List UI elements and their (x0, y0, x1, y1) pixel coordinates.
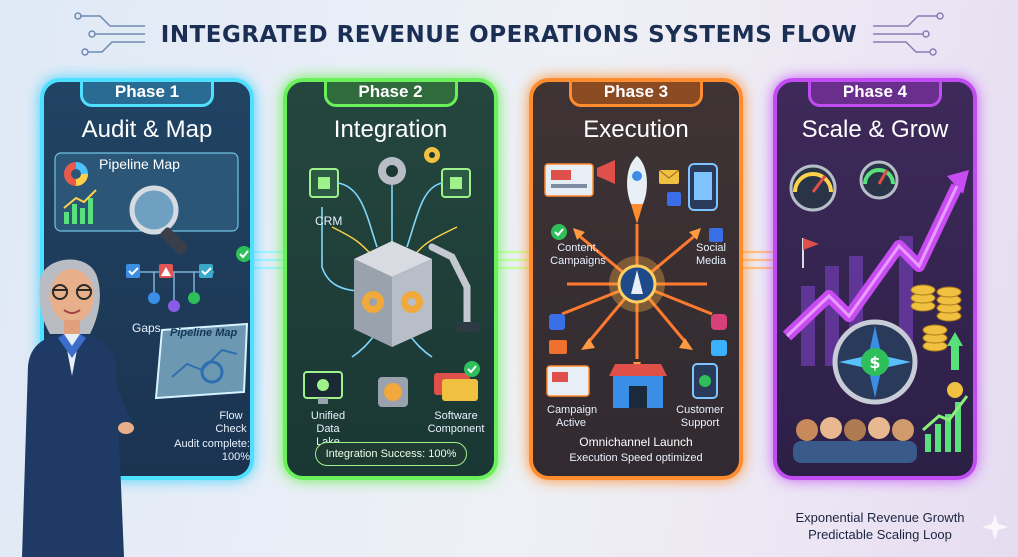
circuit-right-icon (873, 12, 944, 56)
monitor-icon (303, 371, 343, 404)
check-icon (236, 246, 250, 262)
facebook-icon (667, 192, 681, 206)
campaign-active-label: Campaign Active (547, 404, 598, 429)
facebook-icon (549, 314, 565, 330)
monitor-icon (544, 163, 594, 197)
growth-arrow-icon (782, 170, 969, 341)
execution-illustration (544, 156, 727, 408)
server-cube-icon (354, 241, 432, 347)
phase-4-title: Scale & Grow (801, 116, 949, 143)
gaps-label: Gaps (132, 321, 161, 335)
flow-check-label: Flow Check (215, 410, 247, 435)
phase-2-panel: Phase 2 Integration (283, 78, 498, 480)
compass-icon: $ (832, 319, 918, 405)
speedometer-icon (859, 160, 899, 200)
pipeline-map-label: Pipeline Map (99, 156, 180, 172)
phase-4-tab: Phase 4 (808, 82, 942, 107)
facebook-icon (709, 228, 723, 242)
monitor-icon (546, 365, 590, 397)
robot-arm-icon (428, 243, 471, 326)
mail-icon (549, 340, 567, 354)
tablet-label: Pipeline Map (170, 327, 238, 339)
software-component-label: Software Component (427, 410, 485, 435)
gear-icon (424, 147, 440, 163)
check-icon (551, 224, 567, 240)
phase-3-title: Execution (583, 116, 689, 143)
footer-text: Exponential Revenue Growth Predictable S… (770, 509, 990, 543)
audit-complete-label: Audit complete: 100% (174, 438, 250, 463)
phone-icon (688, 163, 718, 211)
integration-status-bar: Integration Success: 100% (315, 442, 467, 466)
chip-icon (441, 168, 471, 198)
execution-speed-label: Execution Speed optimized (569, 452, 703, 464)
coin-stack-icon (910, 284, 962, 352)
footer-line-2: Predictable Scaling Loop (808, 527, 952, 542)
speedometer-icon (789, 164, 837, 212)
megaphone-icon (597, 160, 615, 184)
team-icon (793, 417, 917, 463)
magnifier-icon (129, 185, 188, 255)
tablet-pipeline-map (154, 322, 249, 400)
pie-chart-icon (64, 162, 88, 186)
mail-icon (658, 169, 680, 184)
circuit-left-icon (74, 12, 145, 56)
integration-illustration (303, 147, 480, 407)
diagram-title: INTEGRATED REVENUE OPERATIONS SYSTEMS FL… (160, 22, 858, 48)
social-media-label: Social Media (696, 242, 726, 267)
phase-1-tab: Phase 1 (80, 82, 214, 107)
bar-chart-icon (922, 382, 969, 452)
software-component-icon (434, 361, 480, 401)
omnichannel-launch-label: Omnichannel Launch (579, 435, 693, 449)
flag-icon (802, 238, 819, 268)
phase-3-tab: Phase 3 (569, 82, 703, 107)
twitter-icon (711, 340, 727, 356)
rocket-icon (627, 156, 647, 224)
gear-icon (378, 157, 406, 185)
flow-nodes (126, 246, 250, 312)
phase-4-panel: Phase 4 Scale & Grow (773, 78, 977, 480)
instagram-icon (711, 314, 727, 330)
bar-chart-icon (63, 189, 97, 224)
svg-text:$: $ (869, 353, 880, 372)
customer-support-label: Customer Support (676, 404, 724, 429)
phase-2-title: Integration (333, 116, 448, 143)
content-campaigns-label: Content, Campaigns (550, 242, 606, 267)
phase-2-tab: Phase 2 (323, 82, 458, 107)
presenter-woman-icon (22, 259, 134, 557)
sparkle-icon (982, 514, 1008, 540)
chip-icon (309, 168, 339, 198)
gear-icon (378, 377, 408, 407)
scale-illustration: $ (782, 160, 969, 463)
phase-1-title: Audit & Map (81, 116, 213, 143)
crm-label: CRM (315, 214, 343, 228)
phase-3-panel: Phase 3 Execution (529, 78, 743, 480)
check-icon (126, 264, 140, 278)
store-icon (609, 364, 667, 408)
footer-line-1: Exponential Revenue Growth (795, 510, 965, 525)
phone-icon (692, 363, 718, 399)
